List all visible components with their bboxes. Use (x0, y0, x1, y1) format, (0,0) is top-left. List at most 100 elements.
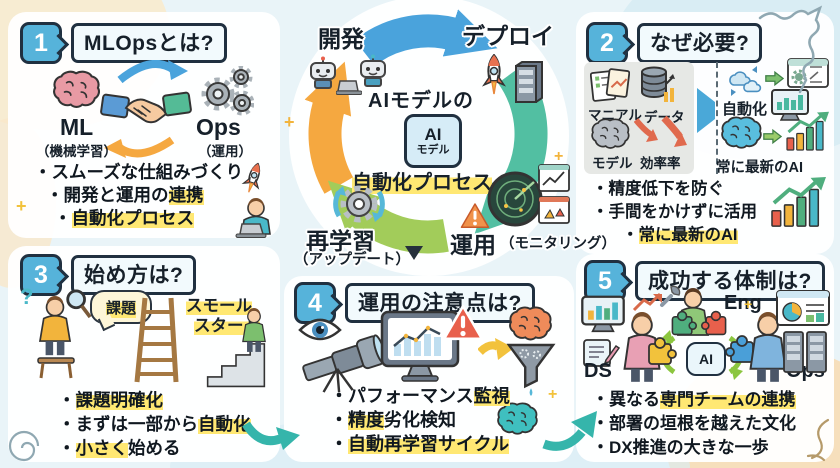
ai-chip-line1: AI (424, 125, 442, 144)
radar-icon (486, 170, 544, 228)
puzzle-piece-icon (668, 308, 698, 338)
cycle-arrow-bottom-icon (104, 136, 176, 158)
trend-arrow-icon (632, 292, 662, 314)
cycle-node-dev: 開発 (318, 26, 364, 52)
arrow-right-icon (762, 128, 782, 145)
bullet: ・DX推進の大きな一歩 (592, 438, 769, 457)
sparkle-decoration: + (16, 196, 27, 216)
ml-sub-label: （機械学習） (36, 144, 117, 159)
documents-icon (590, 68, 630, 104)
server-icon (512, 60, 546, 106)
section2-title: なぜ必要? (637, 23, 763, 63)
person-icon (238, 308, 270, 354)
sparkle-decoration: + (284, 112, 295, 132)
ds-role-label: DS (584, 360, 612, 382)
stairs-icon (198, 336, 274, 388)
section3-number-badge: 3 (20, 254, 62, 296)
section1-header: 1 MLOpsとは? (20, 22, 227, 64)
question-mark-decoration: ? (20, 284, 34, 309)
divider-dashed (716, 62, 718, 174)
eng-role-label: Eng (724, 292, 762, 314)
rocket-icon (480, 54, 508, 98)
funnel-icon (506, 342, 556, 398)
bullet: ・異なる専門チームの連携 (592, 390, 796, 409)
bullet: ・精度劣化検知 (330, 410, 456, 430)
magnifier-icon (64, 288, 92, 320)
robot-icon (356, 54, 390, 88)
efficiency-label: 効率率 (640, 156, 681, 171)
section5-number-badge: 5 (584, 260, 626, 302)
data-label: データ (644, 110, 685, 125)
ai-chip-line2: モデル (416, 144, 450, 156)
swirl-decoration (2, 424, 44, 466)
section2-header: 2 なぜ必要? (586, 22, 763, 64)
down-arrow-decoration (405, 246, 423, 278)
growth-chart-icon (768, 176, 830, 230)
bullet: ・自動化プロセス (54, 208, 194, 228)
ladder-icon (132, 294, 180, 386)
ai-chip-icon: AI (686, 342, 726, 376)
small-start-label-2: スタート (194, 317, 260, 335)
robot-icon (306, 56, 340, 90)
bullet: ・小さく始める (58, 438, 181, 458)
bullet: ・常に最新のAI (622, 226, 738, 244)
section3-header: 3 始め方は? (20, 254, 197, 296)
wrench-icon (658, 284, 682, 308)
eye-icon (298, 316, 342, 344)
ops-label: Ops (196, 114, 241, 140)
bullet: ・手間をかけずに活用 (592, 203, 757, 221)
section1-title: MLOpsとは? (71, 23, 227, 63)
cycle-node-deploy: デプロイ (462, 23, 554, 49)
flow-arrow-up-right-icon (540, 406, 604, 454)
stool-icon (36, 356, 76, 380)
ai-chip-label: AI (699, 351, 713, 367)
monitor-bars-icon (770, 88, 810, 122)
arrow-right-icon (764, 70, 784, 87)
bullet: ・スムーズな仕組みづくり (34, 162, 244, 182)
section3-title: 始め方は? (71, 255, 197, 295)
server-rack-icon (782, 330, 828, 374)
monitor-bars-icon (580, 294, 626, 334)
pie-dashboard-icon (776, 290, 830, 326)
cycle-node-ops: 運用 (450, 232, 496, 258)
person-laptop-icon (232, 198, 278, 238)
brain-icon (720, 116, 762, 152)
handshake-icon (100, 80, 192, 136)
gear-cycle-icon (330, 176, 388, 232)
swirl-decoration (798, 416, 836, 462)
rocket-icon (237, 159, 268, 198)
chart-window-icon (538, 164, 570, 226)
bullet: ・パフォーマンス監視 (330, 386, 510, 406)
brain-icon (496, 402, 538, 438)
cycle-center-bottom-label: 自動化プロセス (352, 172, 492, 194)
transition-triangle-icon (697, 88, 715, 133)
sparkle-decoration: + (744, 296, 753, 312)
brain-icon (52, 70, 100, 112)
flow-arrow-right-icon (242, 416, 302, 452)
warning-icon (460, 202, 490, 230)
puzzle-piece-icon (700, 308, 730, 338)
warning-icon (442, 304, 484, 342)
bullet: ・まずは一部から自動化 (58, 414, 251, 434)
gears-icon (200, 66, 254, 118)
latest-ai-label: 常に最新のAI (716, 160, 803, 176)
bullet: ・精度低下を防ぐ (592, 180, 724, 198)
model-label: モデル (592, 156, 633, 171)
growth-chart-icon (784, 110, 832, 154)
brain-icon (508, 306, 552, 344)
automation-label: 自動化 (722, 101, 768, 118)
retrain-arc (304, 61, 354, 194)
person-icon (34, 296, 76, 358)
cycle-node-retrain-sub: （アップデート） (294, 252, 410, 268)
ai-chip-icon: AI モデル (404, 114, 462, 168)
small-start-label-1: スモール (186, 297, 252, 315)
bullet: ・部署の垣根を越えた文化 (592, 414, 796, 433)
database-icon (638, 64, 676, 106)
sparkle-decoration: + (554, 148, 564, 165)
decline-arrows-icon (634, 116, 690, 152)
ops-sub-label: （運用） (198, 144, 252, 159)
cycle-arrow-top-icon (116, 60, 188, 84)
section2-number-badge: 2 (586, 22, 628, 64)
bullet: ・課題明確化 (58, 390, 163, 410)
